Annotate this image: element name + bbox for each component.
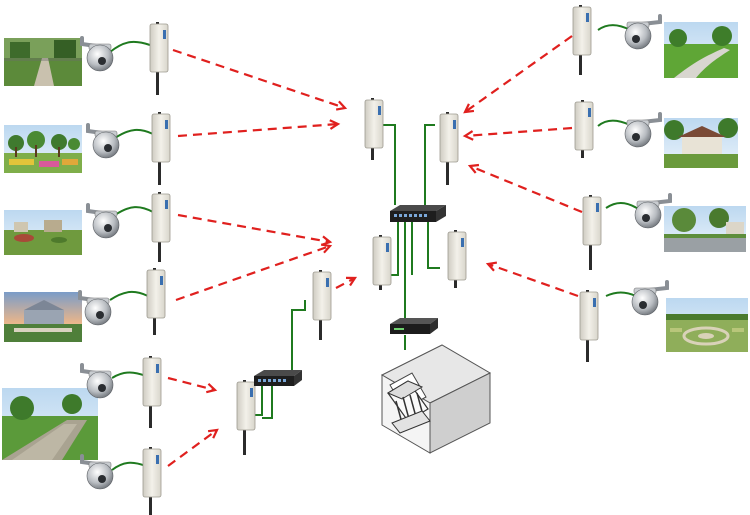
- network-switch-icon: [390, 205, 446, 222]
- cable-hub-3: [390, 222, 399, 276]
- wireless-bridge-radio-icon: [582, 195, 602, 270]
- ptz-dome-camera-icon: [78, 290, 112, 326]
- wireless-link: [167, 428, 219, 467]
- network-switch-icon: [254, 370, 302, 386]
- wireless-link: [177, 119, 341, 138]
- wireless-bridge-radio-icon: [142, 447, 162, 515]
- scene-formal-garden: [666, 298, 748, 352]
- cable-cam-2: [114, 128, 154, 139]
- cable-cam-4: [109, 290, 149, 301]
- wireless-bridge-radio-icon: [447, 230, 467, 288]
- wireless-bridge-radio-icon: [572, 5, 592, 75]
- wireless-links: [167, 35, 583, 467]
- cable-cam-r1: [597, 24, 631, 31]
- wireless-link: [462, 126, 573, 141]
- wireless-bridge-radio-icon: [579, 290, 599, 362]
- ptz-dome-camera-icon: [80, 36, 114, 72]
- ptz-dome-camera-icon: [624, 112, 662, 148]
- wireless-bridge-radio-icon: [142, 356, 162, 428]
- cable-cam-r3: [605, 202, 641, 211]
- wireless-bridge-radio-icon: [149, 22, 169, 95]
- wireless-radios: [142, 5, 602, 515]
- ptz-cameras: [78, 14, 672, 490]
- wireless-link: [167, 376, 218, 394]
- cable-switch-left-b: [262, 385, 273, 419]
- ptz-dome-camera-icon: [86, 123, 120, 159]
- ptz-dome-camera-icon: [80, 454, 114, 490]
- wireless-bridge-radio-icon: [151, 192, 171, 262]
- wireless-bridge-radio-icon: [151, 112, 171, 185]
- ptz-dome-camera-icon: [86, 203, 120, 239]
- cable-cam-6: [111, 461, 147, 471]
- wireless-link: [172, 48, 348, 111]
- scene-lawn: [4, 210, 82, 255]
- wireless-link: [485, 261, 579, 298]
- ptz-dome-camera-icon: [80, 363, 114, 399]
- wireless-bridge-radio-icon: [146, 268, 166, 335]
- wireless-link: [335, 276, 358, 289]
- cable-hub-2: [424, 124, 435, 205]
- cable-cam-r2: [597, 119, 631, 127]
- scene-stone-walkway: [2, 388, 98, 460]
- scene-villa: [664, 118, 738, 168]
- wireless-link: [175, 243, 333, 302]
- scene-garden-path: [4, 38, 82, 86]
- cable-cam-1: [109, 40, 151, 53]
- scene-flower-garden: [4, 125, 82, 173]
- cable-switch-left-c: [291, 300, 306, 372]
- cable-cam-3: [114, 206, 154, 216]
- wireless-bridge-radio-icon: [236, 380, 256, 455]
- wireless-bridge-radio-icon: [312, 270, 332, 340]
- cable-hub-1: [383, 124, 396, 205]
- wireless-bridge-radio-icon: [574, 100, 594, 158]
- ptz-dome-camera-icon: [624, 14, 662, 50]
- nvr-recorder-icon: [390, 318, 438, 334]
- wireless-link: [463, 35, 573, 114]
- ptz-dome-camera-icon: [634, 193, 672, 229]
- cable-hub-5: [427, 222, 440, 269]
- wireless-link: [177, 213, 333, 246]
- ptz-dome-camera-icon: [631, 280, 669, 316]
- wireless-bridge-radio-icon: [364, 98, 384, 160]
- wireless-bridge-radio-icon: [372, 235, 392, 290]
- control-center-building-icon: [380, 344, 492, 454]
- scene-park-road: [664, 22, 738, 78]
- wireless-link: [467, 163, 583, 214]
- scene-plaza: [4, 292, 82, 342]
- wireless-bridge-radio-icon: [439, 112, 459, 185]
- cable-cam-5: [111, 371, 147, 379]
- scene-courtyard: [664, 206, 746, 252]
